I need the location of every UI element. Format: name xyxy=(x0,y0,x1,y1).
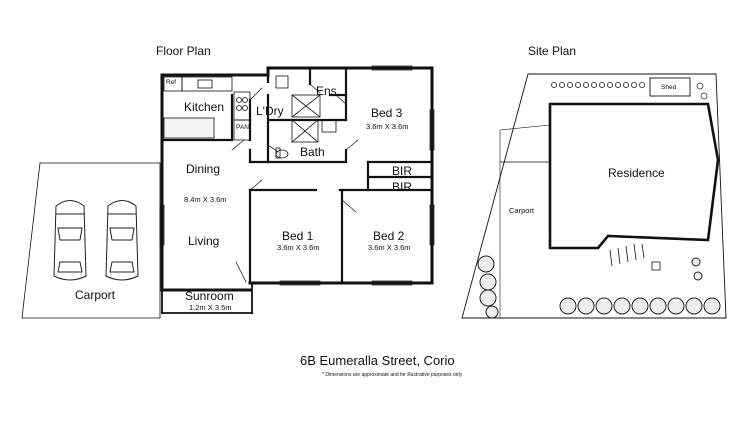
car-right xyxy=(105,200,139,281)
bed1-label: Bed 1 xyxy=(282,229,314,243)
floor-plan-heading: Floor Plan xyxy=(156,44,211,58)
house-outer-walls xyxy=(160,66,434,292)
kitchen-label: Kitchen xyxy=(184,100,225,114)
shed-outline xyxy=(649,77,691,97)
residence-label: Residence xyxy=(608,166,665,180)
carport-outline xyxy=(21,162,161,319)
site-fence-dots xyxy=(551,82,708,100)
car-left xyxy=(53,200,87,281)
shed-label: Shed xyxy=(661,84,677,91)
site-plan-heading: Site Plan xyxy=(528,44,577,58)
site-boundary xyxy=(461,73,727,319)
ensuite-label: Ens xyxy=(316,84,337,98)
bir-upper-label: BIR xyxy=(392,164,413,178)
windows xyxy=(159,65,435,286)
carport-label: Carport xyxy=(75,288,116,302)
bir-lower-label: BIR xyxy=(392,180,413,194)
bed1-dimensions: 3.6m X 3.6m xyxy=(277,243,320,252)
bath-label: Bath xyxy=(300,145,325,159)
residence-outline xyxy=(548,102,720,250)
kitchen-fittings xyxy=(163,76,251,141)
sunroom-dimensions: 1.2m X 3.5m xyxy=(189,303,232,312)
bed2-label: Bed 2 xyxy=(373,229,405,243)
sunroom-label: Sunroom xyxy=(185,289,234,303)
bed3-dimensions: 3.6m X 3.6m xyxy=(366,122,409,131)
living-label: Living xyxy=(188,234,220,248)
laundry-label: L'Dry xyxy=(256,104,284,118)
disclaimer-note: * Dimensions are approximate and for ill… xyxy=(322,372,463,378)
property-address: 6B Eumeralla Street, Corio xyxy=(300,353,455,368)
wet-area-fittings xyxy=(275,75,337,159)
site-shrubs xyxy=(477,255,721,319)
ref-label: Ref xyxy=(166,79,177,86)
site-carport-label: Carport xyxy=(509,206,535,215)
sunroom-walls xyxy=(161,282,253,314)
bed3-label: Bed 3 xyxy=(371,106,403,120)
dining-label: Dining xyxy=(186,162,221,176)
bed2-dimensions: 3.6m X 3.6m xyxy=(368,243,411,252)
dining-dimensions: 8.4m X 3.6m xyxy=(184,195,227,204)
pantry-label: PAN xyxy=(236,124,249,131)
site-path-markings xyxy=(609,243,661,271)
door-swings xyxy=(231,83,359,283)
